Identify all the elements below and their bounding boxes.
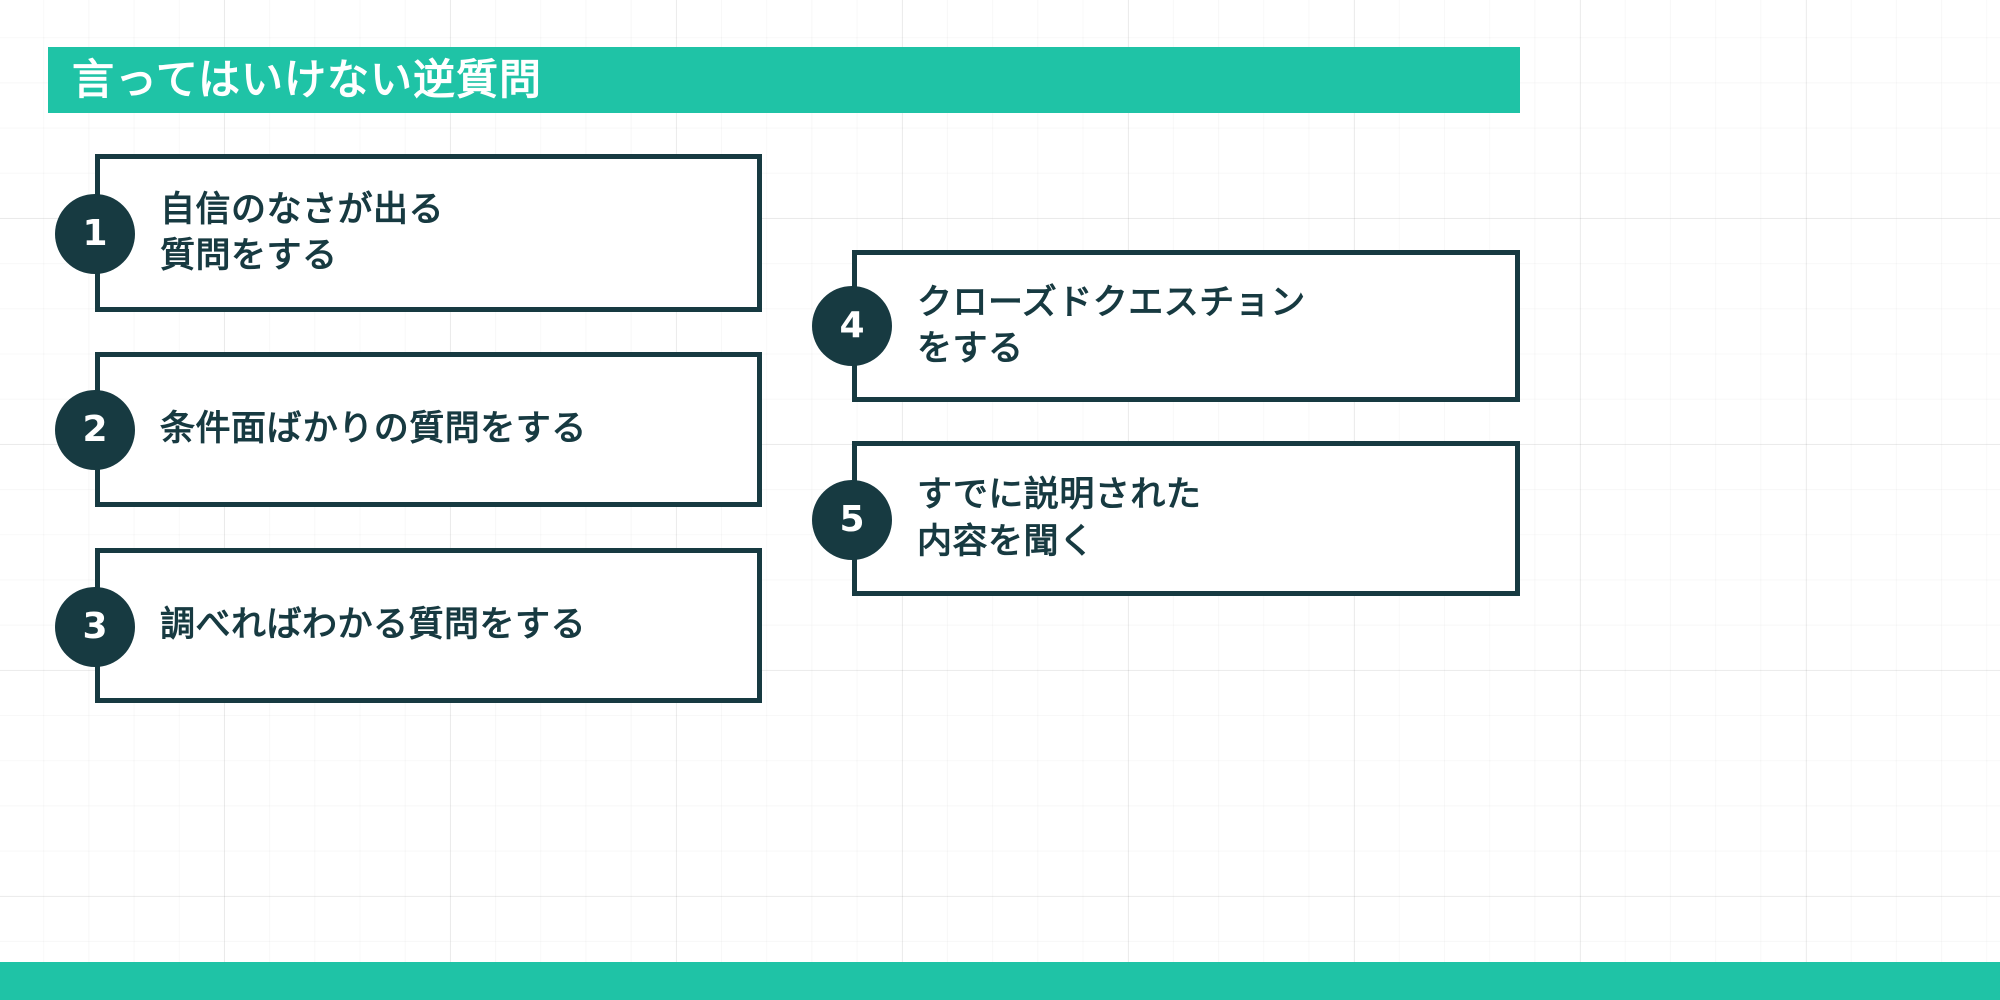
item-card-1: 自信のなさが出る 質問をする [95,154,762,312]
header-bar: 言ってはいけない逆質問 [48,47,1520,113]
page-title: 言ってはいけない逆質問 [72,55,543,104]
item-card-4: クローズドクエスチョン をする [852,250,1520,402]
item-card-2: 条件面ばかりの質問をする [95,352,762,507]
item-number-badge-3: 3 [55,587,135,667]
item-card-5-label: すでに説明された 内容を聞く [917,475,1202,562]
item-card-3-label: 調べればわかる質問をする [160,605,587,646]
item-card-5: すでに説明された 内容を聞く [852,441,1520,596]
item-card-1-label: 自信のなさが出る 質問をする [160,189,445,276]
item-card-3: 調べればわかる質問をする [95,548,762,703]
item-number-badge-4: 4 [812,286,892,366]
item-card-2-label: 条件面ばかりの質問をする [160,409,587,450]
item-card-4-label: クローズドクエスチョン をする [917,282,1306,369]
item-number-badge-1: 1 [55,194,135,274]
footer-accent-bar [0,962,2000,1000]
item-number-badge-2: 2 [55,390,135,470]
item-number-badge-5: 5 [812,480,892,560]
